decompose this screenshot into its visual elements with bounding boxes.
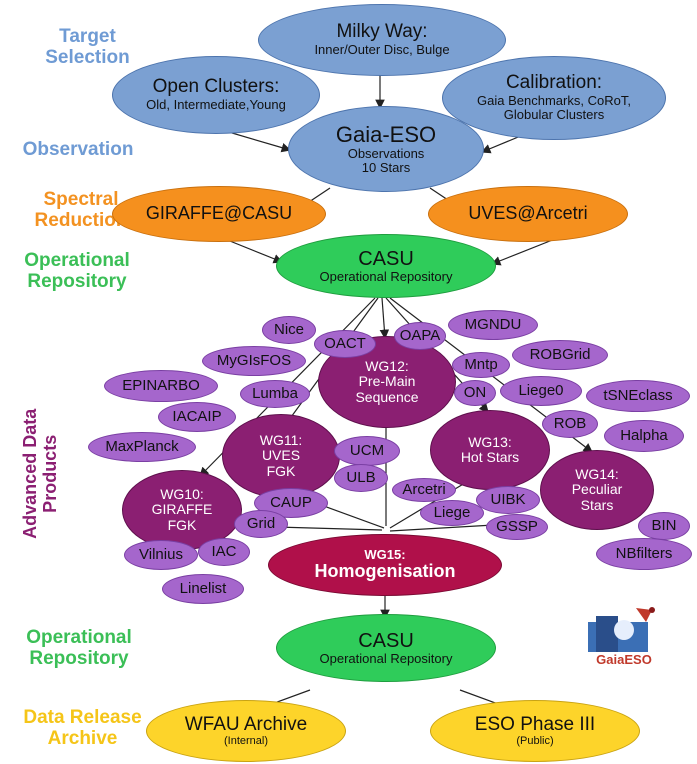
node-eso-phase-sub: (Public): [516, 735, 554, 748]
node-casu-2-title: CASU: [358, 629, 414, 652]
node-eso-phase-iii: ESO Phase III (Public): [430, 700, 640, 762]
pill-uibk: UIBK: [476, 486, 540, 514]
label-observation: Observation: [22, 139, 134, 160]
pill-on: ON: [454, 380, 496, 406]
pill-mntp: Mntp: [452, 352, 510, 378]
node-wg15: WG15: Homogenisation: [268, 534, 502, 596]
pill-iacaip: IACAIP: [158, 402, 236, 432]
node-uves-arcetri: UVES@Arcetri: [428, 186, 628, 242]
pill-rob: ROB: [542, 410, 598, 438]
node-wfau-title: WFAU Archive: [184, 713, 308, 735]
node-wg14: WG14: Peculiar Stars: [540, 450, 654, 530]
pill-liege: Liege: [420, 500, 484, 526]
node-gaia-eso-title: Gaia-ESO: [335, 121, 437, 147]
node-wfau-sub: (Internal): [223, 735, 269, 748]
node-gaia-eso-sub: Observations 10 Stars: [347, 145, 425, 176]
node-wg10: WG10: GIRAFFE FGK: [122, 470, 242, 550]
node-giraffe-casu-title: GIRAFFE@CASU: [145, 203, 293, 224]
node-wfau-archive: WFAU Archive (Internal): [146, 700, 346, 762]
node-wg12-title: WG12: Pre-Main Sequence: [355, 357, 419, 405]
pill-tsneclass: tSNEclass: [586, 380, 690, 412]
node-casu-2: CASU Operational Repository: [276, 614, 496, 682]
node-eso-phase-title: ESO Phase III: [474, 713, 596, 735]
label-target-selection: Target Selection: [45, 26, 130, 68]
node-wg11-title: WG11: UVES FGK: [259, 431, 303, 479]
node-casu-2-sub: Operational Repository: [319, 650, 453, 666]
node-open-clusters-sub: Old, Intermediate,Young: [146, 97, 286, 113]
logo-text: GaiaESO: [596, 652, 652, 667]
node-giraffe-casu: GIRAFFE@CASU: [112, 186, 326, 242]
pill-robgrid: ROBGrid: [512, 340, 608, 370]
pill-bin: BIN: [638, 512, 690, 540]
pill-ucm: UCM: [334, 436, 400, 466]
node-open-clusters-title: Open Clusters:: [152, 76, 280, 98]
pill-maxplanck: MaxPlanck: [88, 432, 196, 462]
pill-liege0: Liege0: [500, 376, 582, 406]
label-operational-repository-2: Operational Repository: [26, 627, 132, 669]
pill-mgndu: MGNDU: [448, 310, 538, 340]
pill-halpha: Halpha: [604, 420, 684, 452]
node-wg13-title: WG13: Hot Stars: [460, 433, 520, 465]
pill-gssp: GSSP: [486, 514, 548, 540]
pill-oact: OACT: [314, 330, 376, 358]
node-casu-1-sub: Operational Repository: [319, 268, 453, 284]
label-data-release-archive: Data Release Archive: [23, 707, 142, 749]
node-milky-way-title: Milky Way:: [336, 21, 428, 43]
pill-vilnius: Vilnius: [124, 540, 198, 570]
pill-oapa: OAPA: [394, 322, 446, 350]
node-milky-way-sub: Inner/Outer Disc, Bulge: [314, 42, 450, 58]
node-calibration-title: Calibration:: [505, 72, 603, 94]
arrow-casu-wg12: [379, 297, 390, 340]
label-advanced-data-products: Advanced Data Products: [20, 408, 60, 539]
pill-myglsfos: MyGIsFOS: [202, 346, 306, 376]
node-wg10-title: WG10: GIRAFFE FGK: [151, 485, 213, 533]
logo-graphic: [588, 607, 655, 652]
node-milky-way: Milky Way: Inner/Outer Disc, Bulge: [258, 4, 506, 76]
pill-nice: Nice: [262, 316, 316, 344]
gaia-eso-logo: GaiaESO: [584, 604, 664, 668]
node-open-clusters: Open Clusters: Old, Intermediate,Young: [112, 56, 320, 134]
node-casu-1-title: CASU: [358, 247, 414, 270]
node-wg15-sub: Homogenisation: [314, 561, 456, 582]
pill-linelist: Linelist: [162, 574, 244, 604]
node-wg14-title: WG14: Peculiar Stars: [571, 465, 623, 513]
label-spectral-reduction: Spectral Reduction: [34, 189, 128, 231]
node-calibration-sub: Gaia Benchmarks, CoRoT, Globular Cluster…: [477, 93, 631, 123]
pill-ulb: ULB: [334, 464, 388, 492]
node-gaia-eso: Gaia-ESO Observations 10 Stars: [288, 106, 484, 192]
label-operational-repository-1: Operational Repository: [24, 250, 130, 292]
node-wg13: WG13: Hot Stars: [430, 410, 550, 490]
node-uves-arcetri-title: UVES@Arcetri: [468, 203, 588, 224]
node-wg15-title: WG15:: [364, 546, 406, 562]
pill-iac: IAC: [198, 538, 250, 566]
node-wg11: WG11: UVES FGK: [222, 414, 340, 498]
pill-lumba: Lumba: [240, 380, 310, 408]
pill-arcetri: Arcetri: [392, 478, 456, 502]
pill-nbfilters: NBfilters: [596, 538, 692, 570]
node-casu-1: CASU Operational Repository: [276, 234, 496, 298]
pill-grid: Grid: [234, 510, 288, 538]
node-calibration: Calibration: Gaia Benchmarks, CoRoT, Glo…: [442, 56, 666, 140]
pill-epinarbo: EPINARBO: [104, 370, 218, 402]
